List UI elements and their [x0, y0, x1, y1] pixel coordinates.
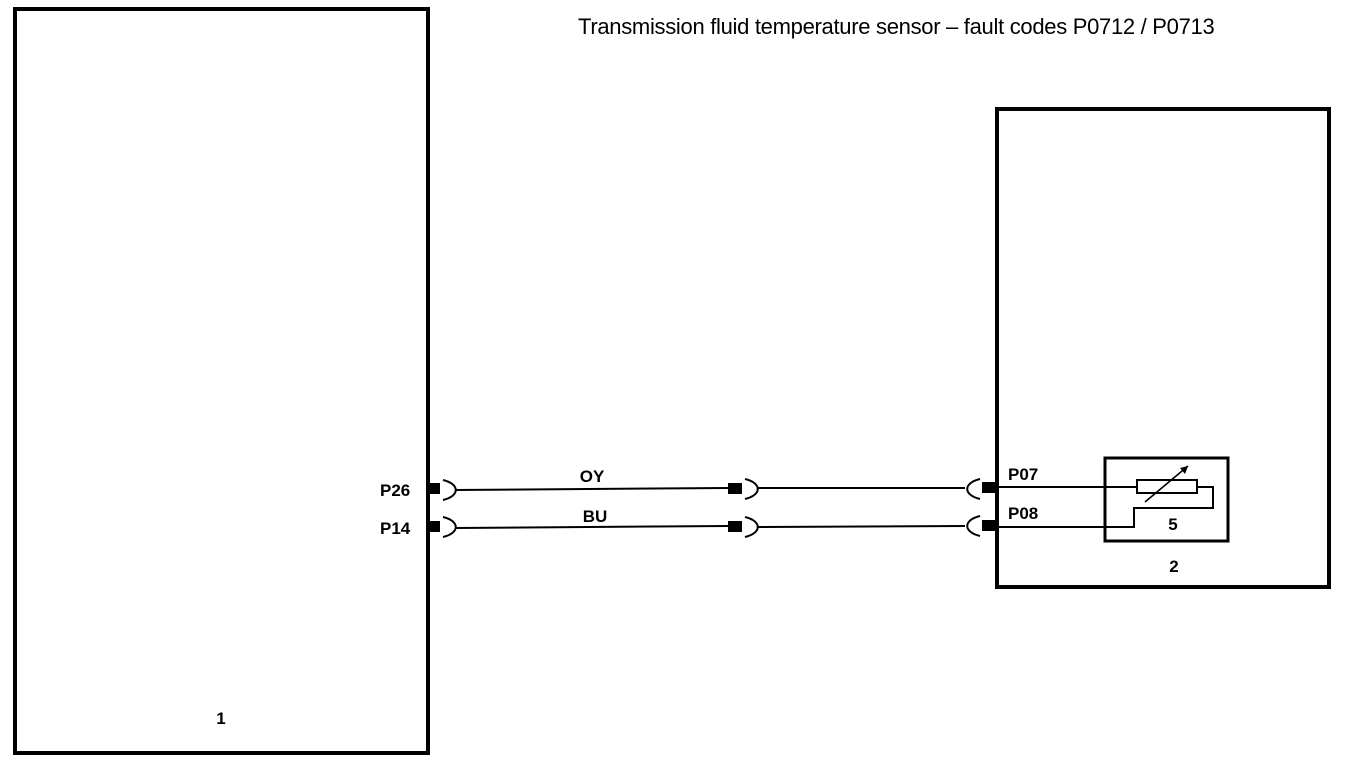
- pin-p08: [982, 520, 998, 531]
- pin-label-p26: P26: [380, 481, 410, 500]
- wire-bu-segment-1: [454, 525, 729, 529]
- pin-p07: [982, 482, 998, 493]
- wire-oy-segment-1: [454, 487, 729, 491]
- pin-label-p14: P14: [380, 519, 411, 538]
- diagram-title: Transmission fluid temperature sensor – …: [578, 14, 1215, 39]
- connector-arc: [442, 479, 457, 501]
- pin-p26: [426, 483, 440, 494]
- wire-color-oy: OY: [580, 467, 605, 486]
- connector-arc: [966, 515, 981, 537]
- component-label-1: 1: [216, 709, 225, 728]
- connector-arc: [966, 478, 981, 500]
- wire-bu-segment-2: [756, 525, 966, 528]
- component-label-2: 2: [1169, 557, 1178, 576]
- sensor-label-5: 5: [1168, 515, 1177, 534]
- pin-label-p08: P08: [1008, 504, 1038, 523]
- connector-arc: [744, 478, 759, 500]
- wire-color-bu: BU: [583, 507, 608, 526]
- inline-pin-top: [728, 483, 742, 494]
- component-box-2: [995, 107, 1331, 589]
- sensor-box-5: [1103, 456, 1230, 543]
- pin-label-p07: P07: [1008, 465, 1038, 484]
- component-box-1: [13, 7, 430, 755]
- connector-arc: [744, 516, 759, 538]
- connector-arc: [442, 516, 457, 538]
- sensor-wire-loop: [996, 486, 1214, 528]
- inline-pin-bottom: [728, 521, 742, 532]
- pin-p14: [426, 521, 440, 532]
- thermistor-symbol: [1136, 465, 1198, 503]
